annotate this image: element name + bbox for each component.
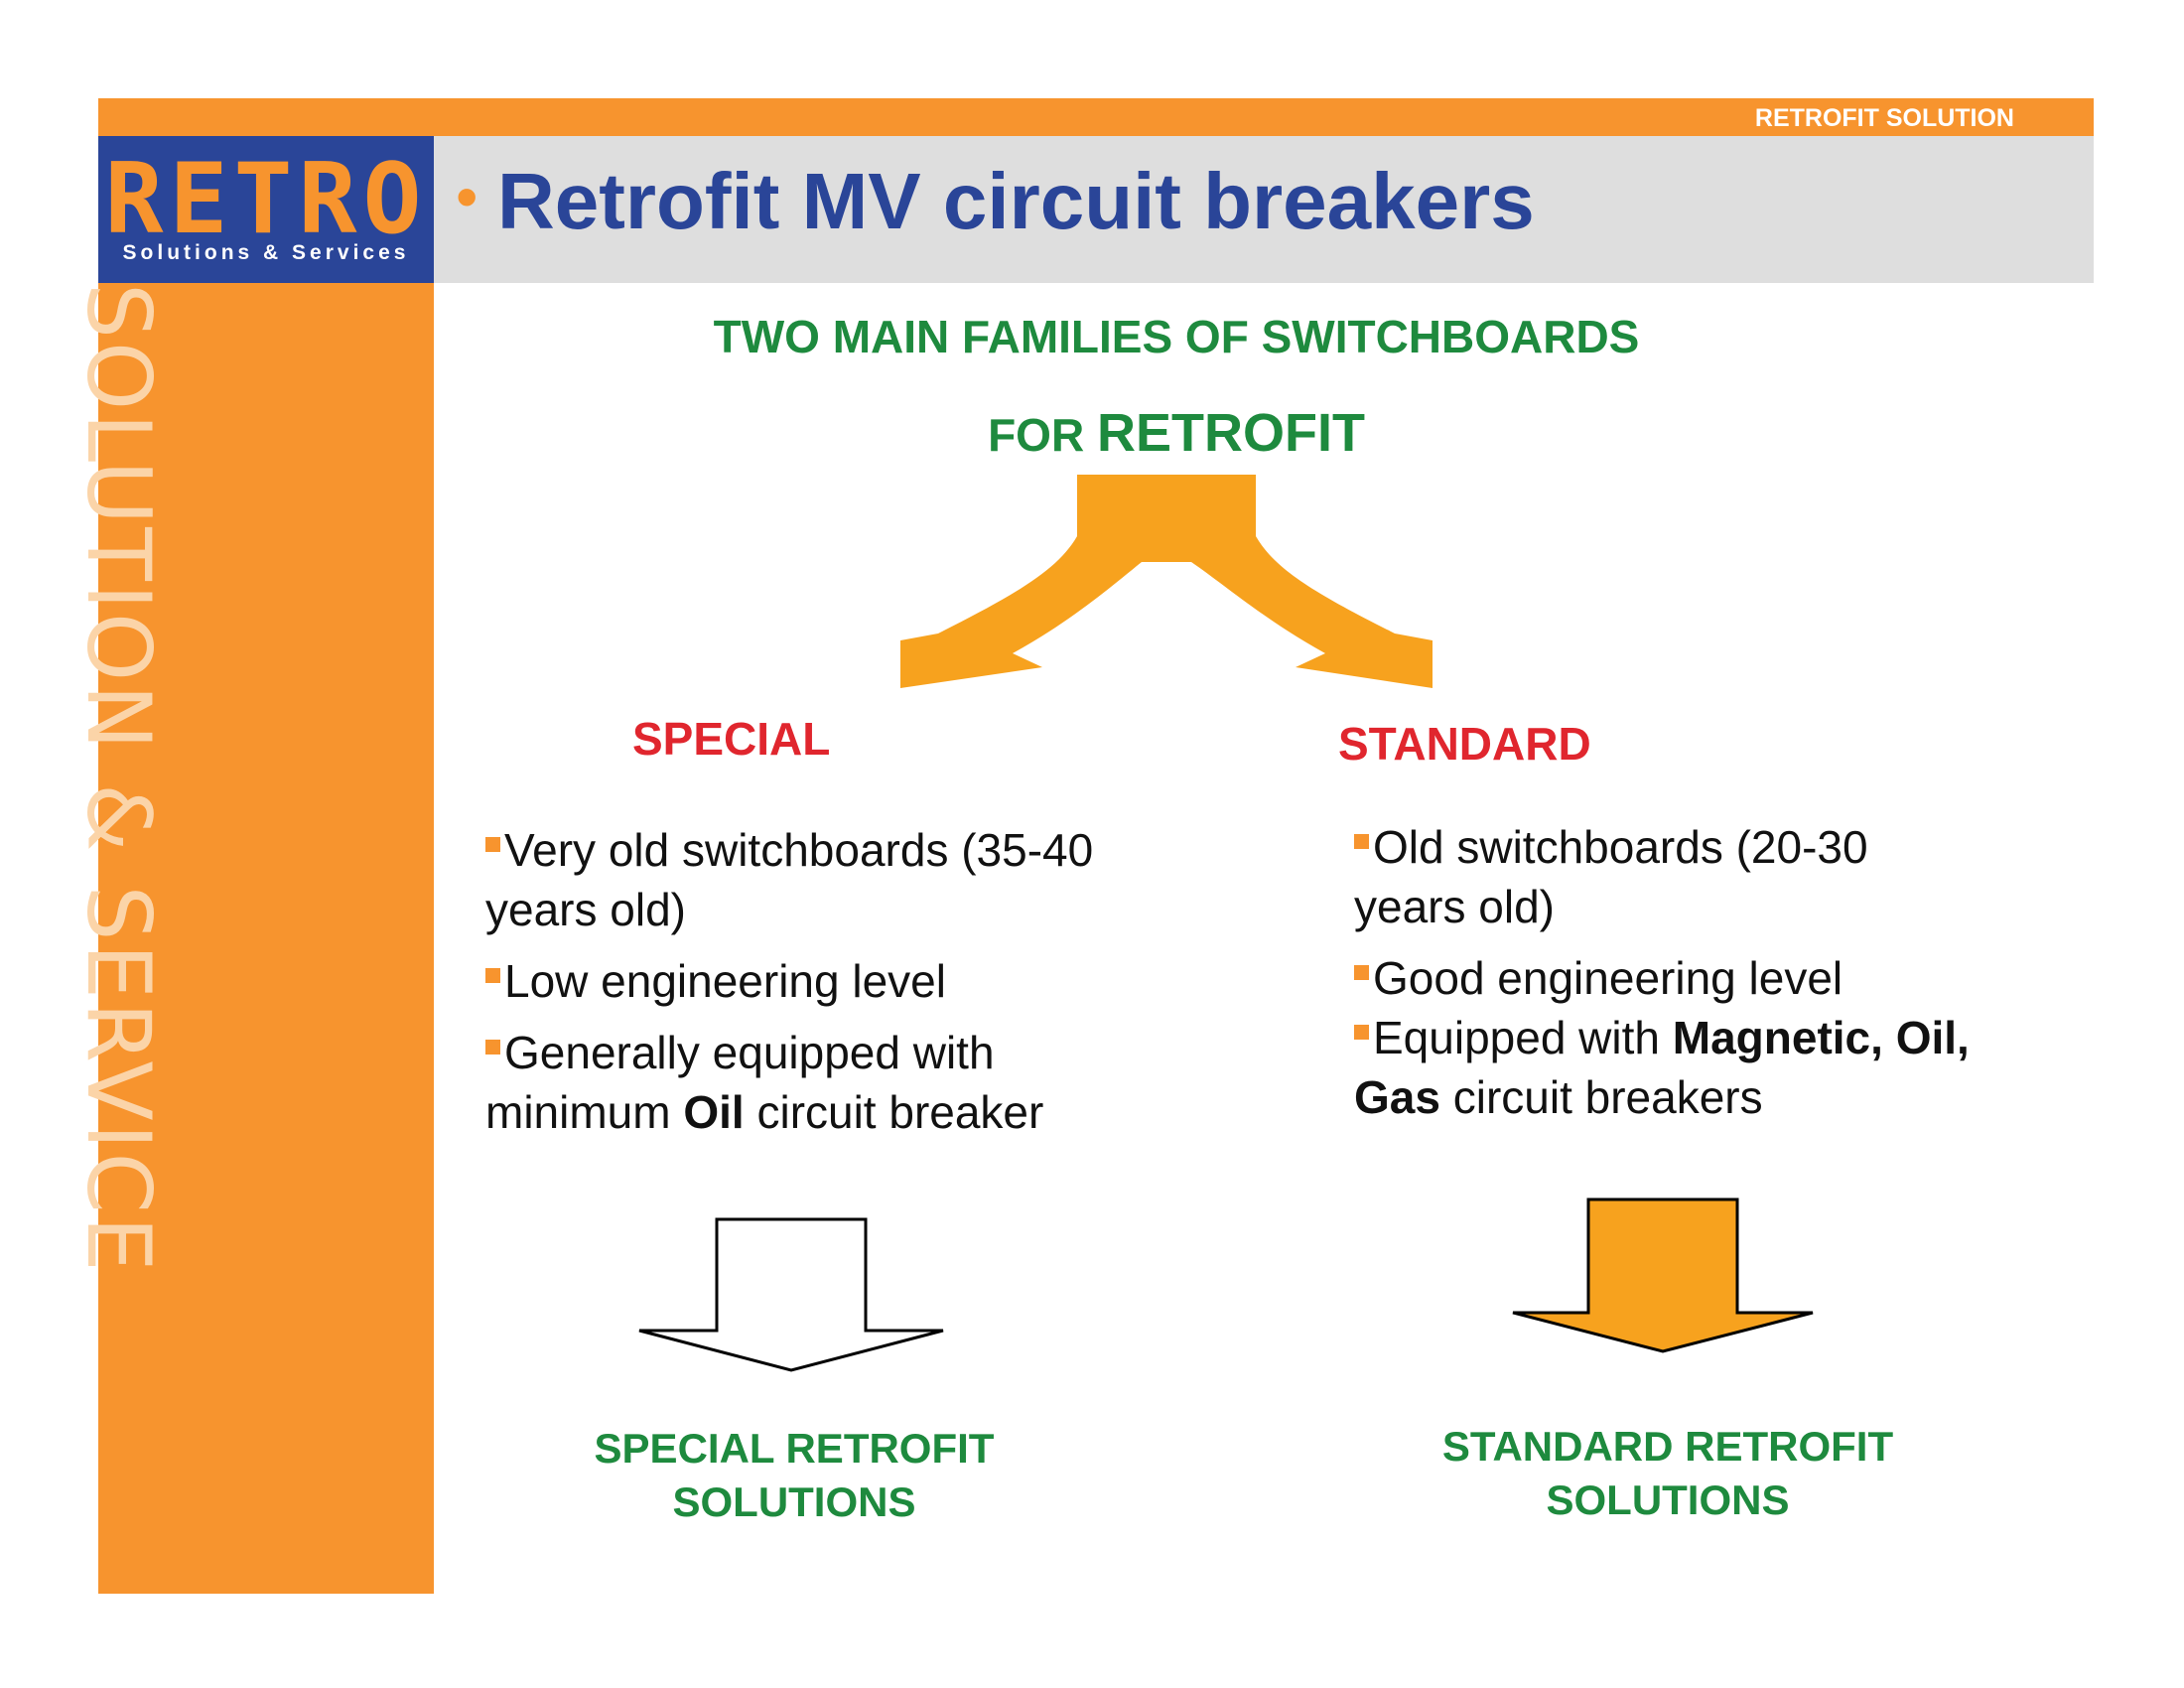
bullet-square-icon — [485, 837, 500, 852]
main-heading-line1: TWO MAIN FAMILIES OF SWITCHBOARDS — [713, 311, 1640, 362]
standard-bullet-list: Old switchboards (20-30 years old) Good … — [1354, 817, 1970, 1139]
split-arrow-icon — [900, 475, 1433, 688]
title-bullet-icon: • — [456, 161, 478, 232]
bullet-square-icon — [1354, 834, 1369, 849]
main-heading-emphasis: RETROFIT — [1096, 403, 1365, 463]
bullet-square-icon — [1354, 965, 1369, 980]
list-item: Generally equipped with minimum Oil circ… — [485, 1027, 1044, 1138]
special-title: SPECIAL — [632, 713, 831, 765]
special-result: SPECIAL RETROFIT SOLUTIONS — [594, 1425, 995, 1525]
logo-subtitle: Solutions & Services — [122, 241, 410, 264]
bullet-square-icon — [485, 1040, 500, 1055]
left-down-arrow-icon — [638, 1217, 944, 1372]
bullet-square-icon — [1354, 1025, 1369, 1040]
page-title: Retrofit MV circuit breakers — [497, 157, 1535, 245]
special-bullet-list: Very old switchboards (35-40 years old) … — [485, 820, 1141, 1154]
section-tag: RETROFIT SOLUTION — [1754, 104, 2014, 132]
list-item: Equipped with Magnetic, Oil, Gas circuit… — [1354, 1012, 1970, 1123]
title-bar: • Retrofit MV circuit breakers — [434, 136, 2094, 283]
logo-wordmark: RETRO — [104, 143, 428, 256]
bullet-square-icon — [485, 968, 500, 983]
main-heading-prefix: FOR — [988, 409, 1097, 461]
standard-title: STANDARD — [1338, 718, 1591, 770]
list-item: Good engineering level — [1354, 948, 1970, 1008]
top-banner: RETROFIT SOLUTION — [98, 98, 2094, 136]
list-item: Old switchboards (20-30 years old) — [1354, 821, 1868, 932]
logo: RETRO Solutions & Services — [98, 136, 434, 283]
standard-result: STANDARD RETROFIT SOLUTIONS — [1441, 1423, 1894, 1523]
list-item: Low engineering level — [485, 951, 1141, 1011]
sidebar-band — [98, 283, 434, 1594]
list-item: Very old switchboards (35-40 years old) — [485, 824, 1094, 935]
main-heading-line2: FOR RETROFIT — [556, 402, 1797, 464]
right-down-arrow-icon — [1512, 1197, 1814, 1353]
